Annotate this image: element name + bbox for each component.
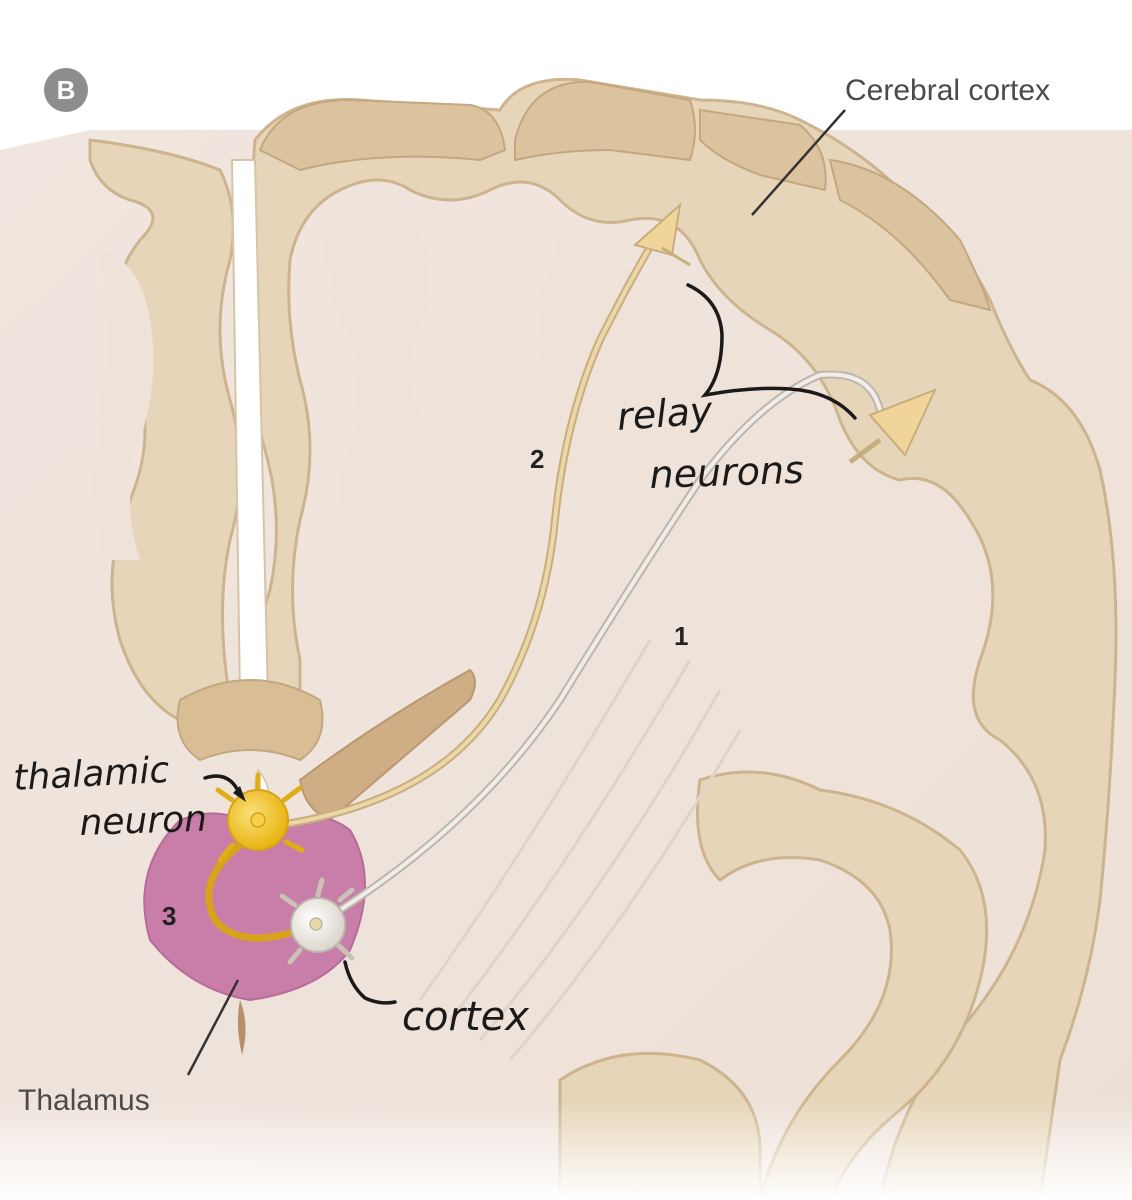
cortex-handwritten-text: cortex	[402, 994, 529, 1040]
gyrus-cap-2	[514, 80, 696, 162]
pathway-3-axon	[205, 841, 304, 942]
pathway-2-axon-inner	[278, 228, 662, 827]
cerebral-cortex-label: Cerebral cortex	[845, 74, 1050, 107]
thalamic-arrowhead	[233, 786, 246, 802]
sulcus-white-1	[326, 216, 438, 560]
pathway-2-number: 2	[530, 444, 544, 474]
bottom-fade	[0, 1100, 1132, 1200]
thalamic-neuron-text-2: neuron	[79, 799, 208, 844]
gyrus-cap-4	[828, 158, 992, 312]
panel-badge	[44, 68, 88, 112]
gyrus-cap-3	[699, 108, 827, 192]
third-ventricle	[237, 1000, 246, 1055]
thalamic-neuron	[215, 772, 305, 863]
thalamus-leader	[186, 979, 240, 1076]
relay-neuron-right	[848, 388, 937, 465]
thalamus-label: Thalamus	[18, 1084, 150, 1117]
pathway-1-number: 1	[674, 621, 688, 651]
left-hemisphere-white	[95, 250, 154, 560]
cortex-outer-band	[247, 77, 1118, 1200]
cerebral-cortex-leader	[751, 109, 846, 216]
cortex-hook	[343, 960, 397, 1005]
gyrus-cap-1	[258, 98, 507, 172]
internal-capsule-striations	[418, 639, 742, 1061]
relay-neuron-upper	[632, 202, 691, 267]
relay-neurons-text-2: neurons	[649, 448, 805, 497]
pathway-3-number: 3	[162, 901, 176, 931]
corpus-callosum	[176, 679, 324, 762]
relay-brace	[686, 283, 857, 420]
panel-letter: B	[57, 75, 76, 105]
relay-neurons-text-1: relay	[616, 388, 715, 439]
pathway-1-axon-inner	[338, 372, 882, 912]
sulcus-white-2	[537, 240, 923, 740]
thalamic-neuron-text-1: thalamic	[12, 750, 170, 799]
cortical-neuron	[279, 877, 355, 965]
